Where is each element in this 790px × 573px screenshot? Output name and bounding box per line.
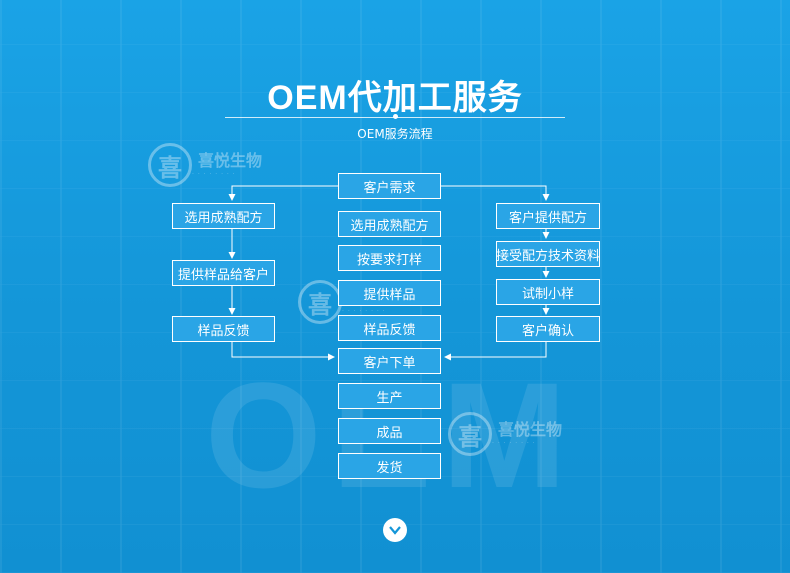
flow-step-center: 成品 <box>338 418 441 444</box>
connector-to-left <box>228 185 338 201</box>
flow-step-center: 生产 <box>338 383 441 409</box>
flow-step-center: 客户需求 <box>338 173 441 199</box>
brand-logo: 喜 喜悦生物· · · · · · · · <box>448 412 562 456</box>
flow-step-center: 样品反馈 <box>338 315 441 341</box>
connector-to-right <box>441 185 550 201</box>
chevron-down-icon <box>389 526 401 535</box>
flow-step-center: 按要求打样 <box>338 245 441 271</box>
brand-logo-sub: · · · · · · · · <box>342 307 386 315</box>
flow-step-left: 选用成熟配方 <box>172 203 275 229</box>
scroll-down-button[interactable] <box>383 518 407 542</box>
connector-left-merge <box>231 342 335 361</box>
page-title: OEM代加工服务 <box>267 79 523 117</box>
flow-step-right: 客户提供配方 <box>496 203 600 229</box>
flow-step-center: 发货 <box>338 453 441 479</box>
connector-right-merge <box>444 342 547 361</box>
flow-step-right: 试制小样 <box>496 279 600 305</box>
flow-step-left: 提供样品给客户 <box>172 260 275 286</box>
title-divider-dot <box>393 114 398 119</box>
flow-step-center: 选用成熟配方 <box>338 211 441 237</box>
flow-step-right: 客户确认 <box>496 316 600 342</box>
flow-step-center: 提供样品 <box>338 280 441 306</box>
flow-step-right: 接受配方技术资料 <box>496 241 600 267</box>
page-subtitle: OEM服务流程 <box>357 127 433 141</box>
brand-logo-sub: · · · · · · · · <box>492 439 536 447</box>
flow-step-center: 客户下单 <box>338 348 441 374</box>
brand-logo-icon: 喜 <box>148 143 192 187</box>
brand-logo-text: 喜悦生物 <box>498 419 563 439</box>
brand-logo-icon: 喜 <box>448 412 492 456</box>
flow-step-left: 样品反馈 <box>172 316 275 342</box>
brand-logo-text: 喜悦生物 <box>198 150 263 170</box>
brand-logo: 喜 喜悦生物· · · · · · · · <box>148 143 262 187</box>
brand-logo-sub: · · · · · · · · <box>192 170 236 178</box>
